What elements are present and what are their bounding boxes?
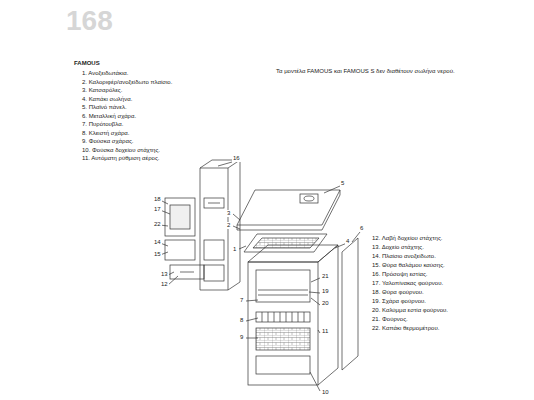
parts-list-item: 21. Φούρνος.: [372, 316, 408, 323]
parts-list-item: 16. Πρόσοψη εστίας.: [372, 271, 428, 278]
callout-number: 12: [160, 281, 169, 288]
callout-number: 1: [232, 246, 237, 253]
callout-number: 2: [226, 222, 231, 229]
callout-number: 14: [153, 239, 162, 246]
callout-number: 21: [321, 273, 330, 280]
callout-number: 15: [153, 251, 162, 258]
callout-number: 17: [153, 206, 162, 213]
note: Τα μοντέλα FAMOUS και FAMOUS S δεν διαθέ…: [276, 68, 455, 75]
parts-list-item: 22. Καπάκι θερμομέτρου.: [372, 325, 439, 332]
parts-list-item: 11. Αυτόματη ρύθμιση αέρος.: [82, 155, 160, 162]
parts-list-item: 1. Ανοξειδωτάκια.: [82, 70, 128, 77]
parts-list-item: 2. Καλοριφέρ/ανοξείδωτο πλαίσιο.: [82, 79, 172, 86]
parts-list-item: 5. Πλαϊνό πάνελ.: [82, 104, 127, 111]
parts-list-item: 8. Κλειστή σχάρα.: [82, 130, 129, 137]
parts-list-item: 14. Πλαίσιο ανοξείδωτο.: [372, 253, 436, 260]
callout-number: 11: [321, 328, 329, 335]
callout-number: 8: [239, 317, 244, 324]
parts-list-item: 10. Φούσκα δοχείου στάχτης.: [82, 147, 160, 154]
callout-number: 13: [160, 271, 169, 278]
callout-number: 6: [359, 225, 364, 232]
callout-number: 9: [239, 334, 244, 341]
callout-number: 4: [345, 238, 350, 245]
parts-list-item: 4. Καπάκι σωλήνα.: [82, 96, 132, 103]
callout-number: 19: [321, 288, 330, 295]
parts-list-item: 13. Δοχείο στάχτης.: [372, 244, 424, 251]
parts-list-item: 19. Σχάρα φούρνου.: [372, 298, 426, 305]
callout-number: 16: [232, 155, 241, 162]
callout-number: 20: [321, 300, 330, 307]
callout-number: 5: [340, 180, 345, 187]
watermark: 168: [66, 6, 113, 36]
callout-number: 22: [153, 221, 162, 228]
parts-list-item: 3. Κατσαρόλες.: [82, 87, 122, 94]
callout-number: 18: [153, 196, 162, 203]
parts-list-item: 12. Λαβή δοχείου στάχτης.: [372, 235, 442, 242]
callout-number: 10: [321, 389, 330, 396]
list-title: FAMOUS: [74, 60, 100, 67]
parts-list-item: 15. Θύρα θαλάμου καύσης.: [372, 262, 445, 269]
parts-list-item: 17. Υαλοπίνακας φούρνου.: [372, 280, 443, 287]
parts-list-item: 6. Μεταλλική σχάρα.: [82, 113, 136, 120]
parts-list-item: 18. Θύρα φούρνου.: [372, 289, 424, 296]
callout-number: 7: [239, 297, 244, 304]
parts-list-item: 20. Καλύμμα εστία φούρνου.: [372, 307, 448, 314]
parts-list-item: 9. Φούσκα σχάρας.: [82, 138, 133, 145]
parts-list-item: 7. Πυρότουβλα.: [82, 121, 123, 128]
callout-number: 3: [226, 210, 231, 217]
